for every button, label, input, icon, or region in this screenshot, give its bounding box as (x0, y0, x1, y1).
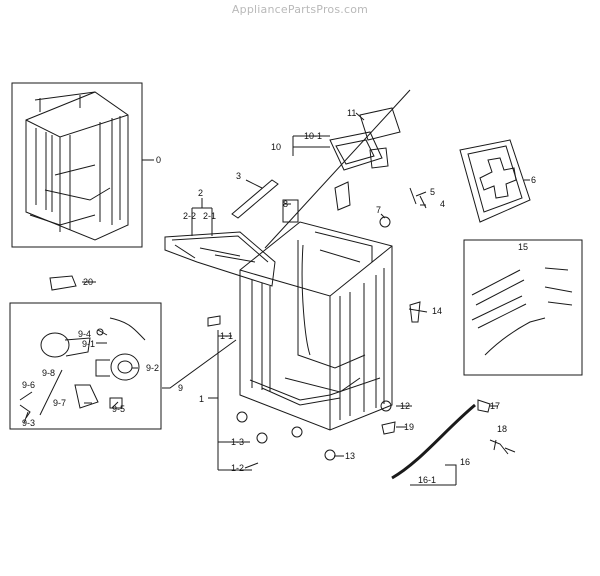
wiring-parts-box (463, 239, 583, 376)
door-seal-part (459, 139, 531, 223)
callout-18: 18 (497, 424, 507, 434)
part-7-bracket (334, 181, 351, 211)
callout-0: 0 (156, 155, 161, 165)
cabinet-small-illustration (25, 91, 129, 241)
cabinet-callout-box (11, 82, 143, 248)
callout-9-4: 9-4 (78, 329, 91, 339)
callout-16-1: 16-1 (418, 475, 436, 485)
callout-20: 20 (83, 277, 93, 287)
callout-13: 13 (345, 451, 355, 461)
detergent-drawer-part (329, 107, 401, 171)
callout-10: 10 (271, 142, 281, 152)
callout-8: 8 (283, 199, 288, 209)
callout-7: 7 (376, 205, 381, 215)
callout-9-1: 9-1 (82, 339, 95, 349)
callout-2: 2 (198, 188, 203, 198)
callout-19: 19 (404, 422, 414, 432)
part-7-bearing (379, 216, 391, 228)
part-14 (409, 301, 421, 323)
callout-labels: 0 2 2-2 2-1 3 8 7 5 4 6 11 10-1 10 15 14… (22, 108, 536, 485)
part-1-1-clip (207, 315, 221, 327)
part-17-connector (477, 399, 491, 413)
foot-12 (380, 400, 392, 412)
pump-assembly-parts (19, 317, 146, 419)
callout-9-7: 9-7 (53, 398, 66, 408)
callout-5: 5 (430, 187, 435, 197)
callout-16: 16 (460, 457, 470, 467)
callout-2-2: 2-2 (183, 211, 196, 221)
wiring-harness-parts (471, 267, 573, 356)
part-4-5-clips (409, 187, 427, 209)
callout-9-2: 9-2 (146, 363, 159, 373)
pump-assembly-box (9, 302, 162, 430)
leader-lines (23, 89, 530, 486)
part-8-tube (282, 199, 299, 223)
callout-1-3: 1-3 (231, 437, 244, 447)
part-20-cover (49, 275, 77, 291)
watermark: AppliancePartsPros.com (231, 3, 369, 16)
callout-1-1: 1-1 (220, 331, 233, 341)
control-panel-part (164, 231, 276, 287)
callout-9-3: 9-3 (22, 418, 35, 428)
callout-6: 6 (531, 175, 536, 185)
callout-1-2: 1-2 (231, 463, 244, 473)
callout-4: 4 (440, 199, 445, 209)
callout-1: 1 (199, 394, 204, 404)
main-cabinet-frame (239, 221, 393, 431)
callout-9-6: 9-6 (22, 380, 35, 390)
foot-1-1 (236, 411, 248, 423)
callout-12: 12 (400, 401, 410, 411)
drain-hose (391, 403, 476, 480)
callout-9-5: 9-5 (112, 404, 125, 414)
part-19 (381, 421, 396, 435)
callout-9-8: 9-8 (42, 368, 55, 378)
callout-3: 3 (236, 171, 241, 181)
callout-10-1: 10-1 (304, 131, 322, 141)
foot-13 (324, 449, 336, 461)
foot (291, 426, 303, 438)
part-18-cord (489, 439, 516, 455)
part-3-strip (231, 179, 279, 219)
callout-11: 11 (347, 108, 356, 118)
callout-9: 9 (178, 383, 183, 393)
callout-17: 17 (490, 401, 500, 411)
callout-15: 15 (518, 242, 528, 252)
callout-2-1: 2-1 (203, 211, 216, 221)
callout-14: 14 (432, 306, 442, 316)
foot-1-3 (256, 432, 268, 444)
